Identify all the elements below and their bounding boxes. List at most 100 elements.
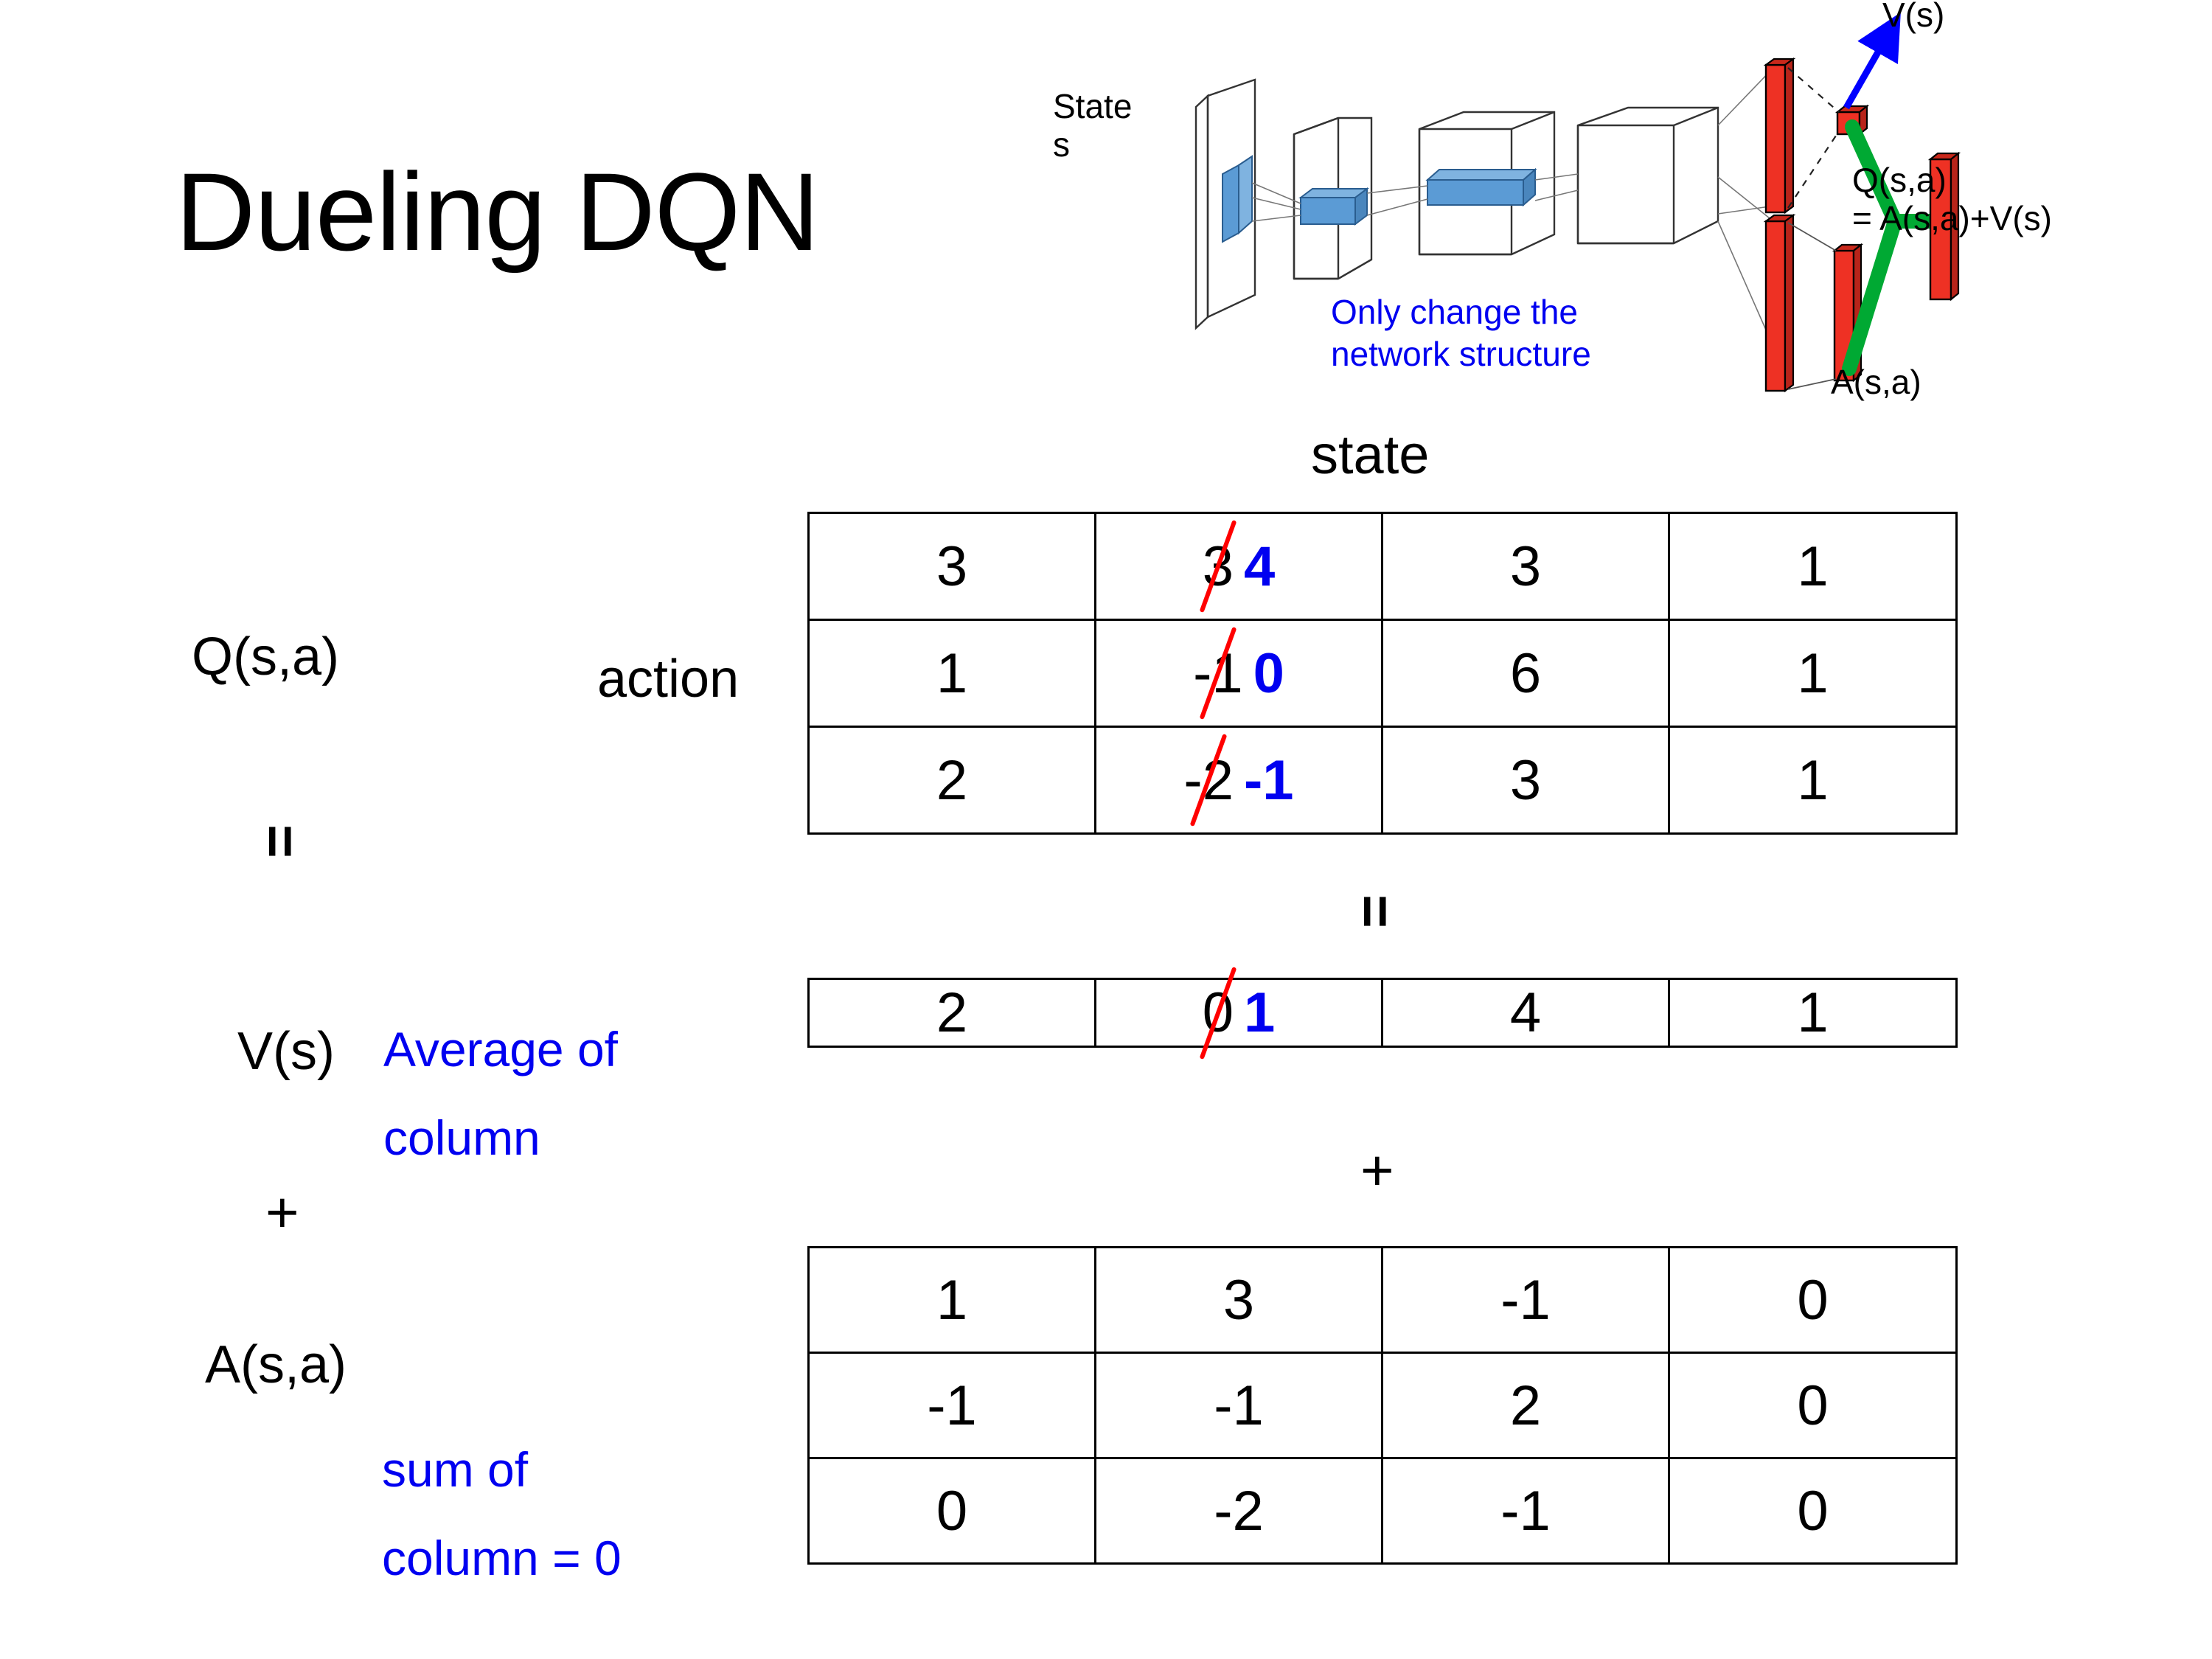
table-cell: 1 [1668, 978, 1958, 1048]
cell-value: 6 [1509, 641, 1542, 705]
equals-symbol-left: = [248, 824, 313, 855]
table-cell: 3 [1381, 726, 1670, 835]
a-table-body: 1 3 -1 0 -1 -1 2 0 0 -2 -1 0 [807, 1246, 1958, 1565]
cell-value: 1 [936, 641, 968, 705]
plus-symbol-left: + [265, 1180, 299, 1245]
note-average-line1: Average of [383, 1022, 619, 1077]
strikethrough-mark [1199, 626, 1237, 720]
cell-value: 3 [1222, 1268, 1255, 1332]
struck-value: 3 [1199, 519, 1237, 613]
cell-value: -2 [1214, 1479, 1264, 1543]
strikethrough-mark [1189, 733, 1228, 827]
cell-value: 3 [936, 535, 968, 598]
table-cell: 0 [1668, 1352, 1958, 1459]
cell-value: 1 [1797, 748, 1829, 812]
action-axis-label: action [597, 650, 740, 709]
table-cell: 0 [807, 1457, 1096, 1565]
diagram-advantage-label: A(s,a) [1831, 363, 1921, 401]
table-cell: 1 [1668, 619, 1958, 728]
q-function-label: Q(s,a) [192, 627, 340, 686]
corrected-value: 0 [1253, 641, 1284, 705]
diagram-input-label-s: s [1053, 125, 1070, 164]
struck-value: -1 [1193, 626, 1243, 720]
cell-value: -1 [927, 1374, 977, 1437]
plus-symbol-middle: + [1360, 1138, 1394, 1203]
table-cell: -2-1 [1094, 726, 1383, 835]
cell-value: 1 [936, 1268, 968, 1332]
note-sum-line1: sum of [382, 1442, 529, 1497]
table-cell: 3 [807, 512, 1096, 621]
equals-symbol-middle: = [1343, 894, 1408, 925]
table-row: 1 3 -1 0 [807, 1246, 1958, 1354]
page-title: Dueling DQN [175, 150, 820, 274]
cell-value: 4 [1509, 981, 1542, 1044]
diagram-note-line1: Only change the [1331, 293, 1579, 331]
table-cell: 4 [1381, 978, 1670, 1048]
state-axis-label: state [1311, 424, 1430, 485]
corrected-value: 1 [1244, 981, 1276, 1044]
cell-value: 0 [1797, 1268, 1829, 1332]
network-diagram-svg [1194, 12, 1961, 393]
table-cell: 6 [1381, 619, 1670, 728]
note-average-line2: column [383, 1110, 540, 1165]
struck-value: -2 [1183, 733, 1234, 827]
table-row: 0 -2 -1 0 [807, 1457, 1958, 1565]
cell-value: 1 [1797, 535, 1829, 598]
table-row: -1 -1 2 0 [807, 1352, 1958, 1459]
table-cell: -1 [1381, 1246, 1670, 1354]
strikethrough-mark [1199, 966, 1237, 1060]
cell-value: 2 [936, 981, 968, 1044]
dueling-network-diagram: State s V(s) Q(s,a) = A(s,a)+V(s) A(s,a)… [1053, 0, 2212, 413]
table-cell: 2 [807, 978, 1096, 1048]
diagram-input-label-state: State [1053, 87, 1133, 125]
table-cell: -1 [1094, 1352, 1383, 1459]
corrected-value: -1 [1244, 748, 1294, 812]
cell-value: 0 [936, 1479, 968, 1543]
v-function-label: V(s) [237, 1022, 335, 1081]
cell-value: -1 [1500, 1268, 1551, 1332]
strikethrough-mark [1199, 519, 1237, 613]
diagram-q-label-line1: Q(s,a) [1852, 161, 1947, 199]
cell-value: 0 [1797, 1479, 1829, 1543]
cell-value: 3 [1509, 748, 1542, 812]
diagram-q-label-line2: = A(s,a)+V(s) [1852, 199, 2052, 237]
cell-value: 2 [936, 748, 968, 812]
cell-value: 0 [1797, 1374, 1829, 1437]
cell-value: 1 [1797, 981, 1829, 1044]
table-cell: 0 [1668, 1246, 1958, 1354]
table-cell: 1 [807, 1246, 1096, 1354]
table-cell: 1 [1668, 726, 1958, 835]
table-cell: -1 [1381, 1457, 1670, 1565]
diagram-value-label: V(s) [1882, 0, 1945, 34]
cell-value: -1 [1214, 1374, 1264, 1437]
table-cell: -2 [1094, 1457, 1383, 1565]
table-cell: 3 [1094, 1246, 1383, 1354]
corrected-value: 4 [1244, 535, 1276, 598]
table-cell: -1 [807, 1352, 1096, 1459]
table-cell: 0 [1668, 1457, 1958, 1565]
cell-value: 3 [1509, 535, 1542, 598]
table-cell: 1 [807, 619, 1096, 728]
table-cell: 1 [1668, 512, 1958, 621]
cell-value: 1 [1797, 641, 1829, 705]
a-table: 1 3 -1 0 -1 -1 2 0 0 -2 -1 0 [807, 1246, 1958, 1565]
cell-value: 2 [1509, 1374, 1542, 1437]
a-function-label: A(s,a) [205, 1335, 347, 1394]
table-cell: 2 [807, 726, 1096, 835]
cell-value: -1 [1500, 1479, 1551, 1543]
table-cell: 3 [1381, 512, 1670, 621]
diagram-note-line2: network structure [1331, 335, 1591, 373]
table-cell: 2 [1381, 1352, 1670, 1459]
table-row: 2 -2-1 3 1 [807, 726, 1958, 835]
